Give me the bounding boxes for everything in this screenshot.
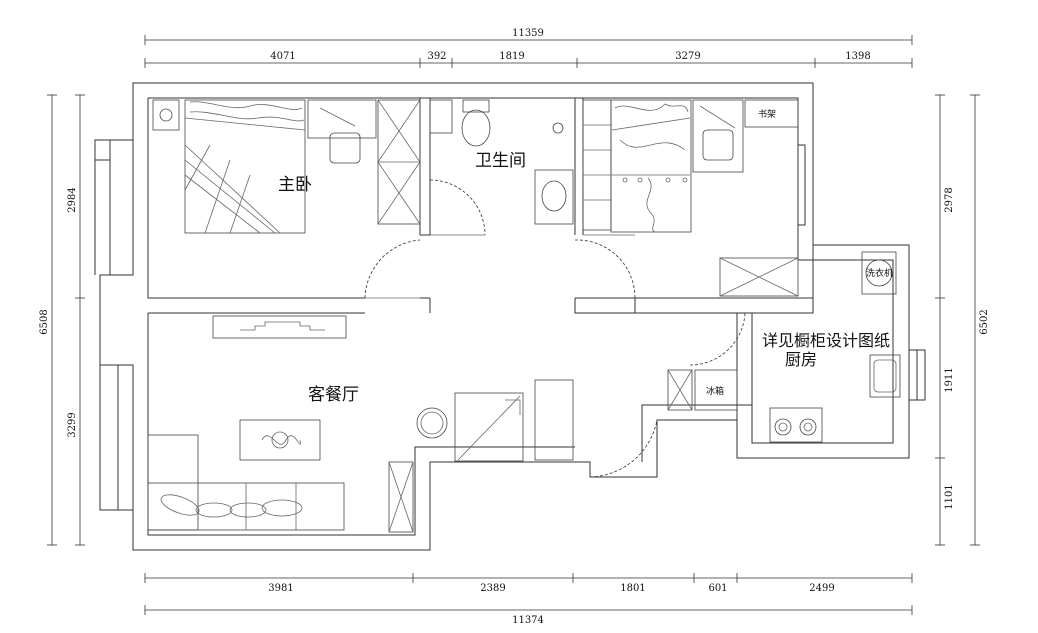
bedroom-bay-window — [94, 139, 133, 275]
kitchen: 洗衣机 冰箱 详见橱柜设计图纸 厨房 — [667, 251, 901, 443]
bottom-total-label: 11374 — [512, 615, 544, 626]
study-chair — [702, 129, 734, 161]
left-dim-1: 2984 — [67, 187, 78, 212]
bottom-dim-3: 1801 — [620, 583, 645, 594]
top-dim-4: 3279 — [675, 51, 700, 62]
floor-drain-icon — [552, 122, 564, 134]
entry-door-arc — [589, 419, 658, 478]
cushion-icon — [160, 494, 200, 516]
left-total-label: 6508 — [39, 309, 50, 334]
bathroom-label: 卫生间 — [475, 151, 526, 171]
master-bedroom: 主卧 — [152, 99, 421, 234]
partition-kitchen — [690, 245, 814, 420]
bath-door-arc — [429, 179, 486, 236]
sofa-side — [147, 434, 199, 531]
top-dim-5: 1398 — [845, 51, 870, 62]
tv-cabinet — [212, 315, 347, 339]
bottom-dim-5: 2499 — [809, 583, 834, 594]
desk — [307, 99, 377, 139]
left-dimension-segments: 2984 3299 — [67, 94, 85, 546]
kitchen-door-arc — [689, 312, 746, 366]
nightstand-lamp — [152, 99, 180, 131]
gas-stove — [769, 407, 823, 443]
top-dim-2: 392 — [427, 51, 446, 62]
right-dim-2: 1911 — [944, 367, 955, 392]
bottom-dimension-segments: 3981 2389 1801 601 2499 — [144, 573, 913, 594]
bathroom: 卫生间 — [429, 99, 574, 225]
washer-label: 洗衣机 — [866, 267, 893, 279]
bottom-dim-2: 2389 — [480, 583, 505, 594]
desk-chair — [329, 132, 361, 164]
coffee-table — [239, 419, 321, 461]
kitchen-window — [909, 349, 926, 401]
toilet — [461, 109, 491, 147]
fridge — [694, 369, 738, 411]
room3-window — [798, 144, 806, 226]
side-shelf — [582, 99, 612, 231]
bath-cabinet — [429, 99, 453, 134]
right-total-label: 6502 — [979, 309, 990, 334]
decor-icon — [261, 435, 301, 445]
kitchen-sink — [869, 354, 901, 398]
study-desk — [692, 99, 744, 173]
burner-left-icon — [774, 418, 792, 436]
partition-bedroom-living — [148, 297, 431, 314]
partition-bedroom-bath — [419, 98, 431, 236]
side-cabinet — [534, 379, 574, 461]
kitchen-label: 厨房 — [785, 350, 817, 369]
living-dining: 客餐厅 — [147, 315, 574, 533]
entry-shoe-cabinet — [388, 461, 414, 533]
tv-icon — [240, 321, 325, 331]
top-dimension-total: 11359 — [144, 28, 913, 45]
washing-machine — [861, 251, 897, 295]
right-dim-3: 1101 — [944, 484, 955, 509]
living-bay-window — [99, 364, 133, 511]
top-total-label: 11359 — [512, 28, 544, 39]
bookshelf-label: 书架 — [758, 109, 776, 120]
round-stool — [416, 407, 448, 439]
partition-room3-living — [574, 297, 814, 314]
dining-table — [454, 392, 524, 462]
fridge-label: 冰箱 — [706, 385, 724, 397]
single-bed — [610, 99, 692, 233]
room3-wardrobe — [719, 257, 799, 297]
top-dimension-segments: 4071 392 1819 3279 1398 — [144, 51, 913, 68]
right-dimension-total: 6502 — [970, 94, 990, 546]
top-dim-3: 1819 — [499, 51, 524, 62]
living-dining-label: 客餐厅 — [308, 385, 359, 405]
wash-basin — [534, 169, 574, 225]
burner-right-icon — [799, 418, 817, 436]
bottom-dim-1: 3981 — [268, 583, 293, 594]
cabinet-note-label: 详见橱柜设计图纸 — [762, 331, 890, 350]
top-dim-1: 4071 — [270, 51, 295, 62]
bookshelf — [744, 99, 799, 128]
bottom-dimension-total: 11374 — [144, 605, 913, 626]
left-dim-2: 3299 — [67, 412, 78, 437]
left-dimension-total: 6508 — [39, 94, 57, 546]
master-bedroom-label: 主卧 — [278, 175, 312, 195]
room3-door-arc — [574, 239, 636, 299]
right-dimension-segments: 2978 1911 1101 — [935, 94, 955, 546]
bottom-dim-4: 601 — [708, 583, 727, 594]
inner-wall-line — [148, 97, 894, 462]
fridge-box — [667, 369, 693, 411]
third-room: 书架 — [582, 99, 806, 297]
bedroom-door-arc — [364, 239, 421, 299]
double-bed — [184, 99, 306, 234]
partition-bath-room3 — [574, 98, 584, 235]
right-dim-1: 2978 — [944, 187, 955, 212]
